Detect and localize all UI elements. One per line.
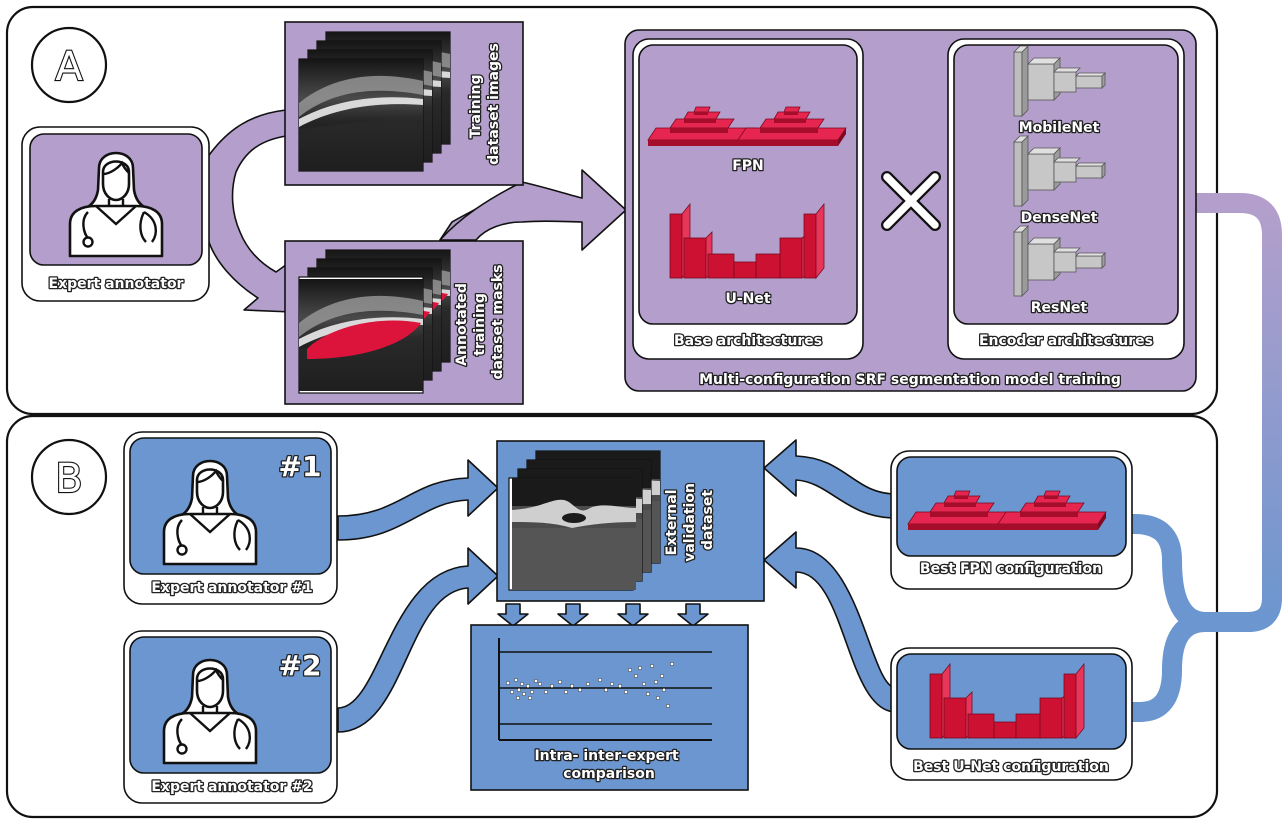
expert-1-number: #1 — [279, 450, 322, 483]
expert-1-label: Expert annotator #1 — [151, 580, 312, 596]
encoder-mobilenet-label: MobileNet — [1019, 120, 1100, 136]
expert-2-label: Expert annotator #2 — [151, 779, 312, 795]
encoder-architectures-card: MobileNet DenseNet ResNet Encoder archit… — [948, 39, 1184, 359]
fpn-label: FPN — [732, 158, 764, 174]
model-training-box: FPN U-Net Base architectures MobileNet D… — [625, 30, 1196, 391]
encoder-architectures-label: Encoder architectures — [979, 333, 1153, 349]
training-images-label-line1: Training — [468, 74, 484, 138]
encoder-densenet-label: DenseNet — [1021, 210, 1098, 226]
unet-label: U-Net — [725, 291, 770, 307]
masks-label-line1: Annotated — [454, 283, 470, 366]
training-title: Multi-configuration SRF segmentation mod… — [699, 372, 1121, 388]
panel-a-badge: A — [32, 28, 106, 102]
best-unet-label: Best U-Net configuration — [913, 759, 1109, 775]
panel-a-letter: A — [55, 44, 83, 90]
best-fpn-label: Best FPN configuration — [920, 561, 1102, 577]
expert-annotator-label: Expert annotator — [49, 276, 184, 292]
external-label-line3: dataset — [700, 490, 716, 550]
expert-2-number: #2 — [279, 649, 322, 682]
external-validation-card: External validation dataset — [497, 441, 764, 601]
oct-mask-stack-icon — [299, 250, 450, 393]
expert-annotator-card: Expert annotator — [22, 127, 209, 301]
base-architectures-label: Base architectures — [674, 333, 822, 349]
training-images-label-line2: dataset images — [486, 43, 502, 165]
training-images-card: Training dataset images — [285, 22, 523, 185]
encoder-resnet-label: ResNet — [1031, 300, 1088, 316]
base-architectures-card: FPN U-Net Base architectures — [633, 39, 863, 359]
external-label-line1: External — [664, 489, 680, 555]
best-fpn-card: Best FPN configuration — [891, 451, 1132, 589]
comparison-label-line1: Intra- inter-expert — [534, 748, 679, 764]
best-unet-card: Best U-Net configuration — [891, 648, 1132, 780]
masks-label-line2: training — [472, 293, 488, 356]
oct-scan-stack-icon — [299, 32, 450, 171]
training-masks-card: Annotated training dataset masks — [285, 241, 523, 404]
panel-b-badge: B — [32, 440, 106, 514]
external-label-line2: validation — [682, 483, 698, 562]
svg-text:External validation: External validation dataset — [664, 478, 716, 562]
expert-annotator-2-card: #2 Expert annotator #2 — [124, 631, 337, 803]
masks-label-line3: dataset masks — [490, 264, 506, 379]
comparison-label-line2: comparison — [563, 766, 655, 782]
comparison-card: Intra- inter-expert comparison — [471, 625, 748, 790]
expert-annotator-1-card: #1 Expert annotator #1 — [124, 432, 337, 604]
panel-b-letter: B — [55, 456, 82, 502]
oct-scan-stack-icon — [509, 451, 660, 590]
